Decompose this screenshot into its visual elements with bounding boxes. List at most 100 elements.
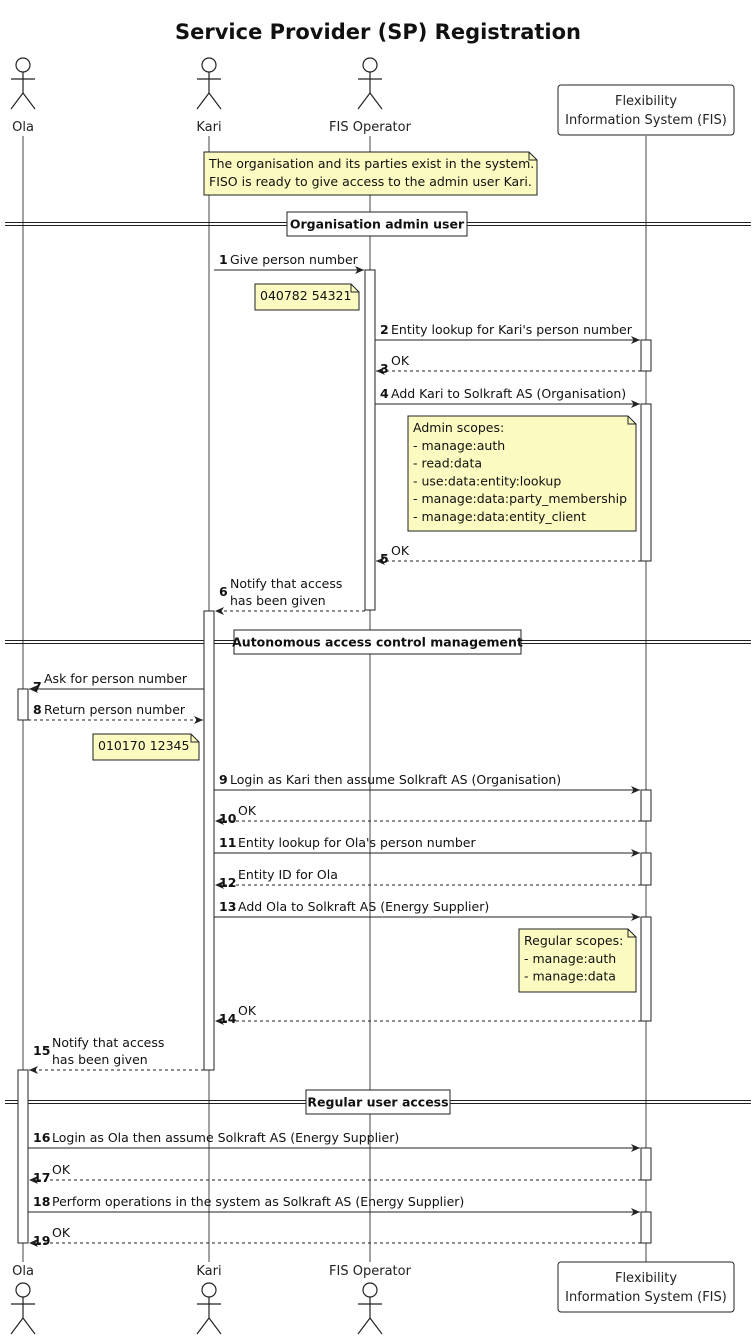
message-number: 3 bbox=[380, 361, 389, 376]
note: 010170 12345 bbox=[92, 733, 200, 761]
message-label: Entity lookup for Ola's person number bbox=[238, 835, 476, 850]
note-text: - manage:data:party_membership bbox=[413, 491, 627, 506]
activation-bar-fis bbox=[640, 339, 652, 372]
separator-label: Regular user access bbox=[307, 1095, 448, 1110]
group-separator: Autonomous access control management bbox=[5, 629, 751, 655]
participant-label-kari-top: Kari bbox=[196, 120, 221, 135]
participant-label-fis-top-line: Information System (FIS) bbox=[565, 113, 727, 128]
message-label: Perform operations in the system as Solk… bbox=[52, 1194, 464, 1209]
message-number: 10 bbox=[219, 811, 237, 826]
participant-label-fis-bottom-line: Information System (FIS) bbox=[565, 1290, 727, 1305]
note-text: FISO is ready to give access to the admi… bbox=[209, 174, 532, 189]
message-label: Notify that access bbox=[52, 1035, 164, 1050]
actor-kari-top bbox=[196, 57, 222, 110]
activation-bar-fis bbox=[640, 852, 652, 886]
message-label: OK bbox=[52, 1225, 71, 1240]
message-3: 3OK bbox=[376, 353, 641, 376]
actor-figure-icon bbox=[357, 1282, 383, 1335]
message-number: 4 bbox=[380, 386, 389, 401]
message-5: 5OK bbox=[376, 543, 641, 566]
message-number: 5 bbox=[380, 551, 389, 566]
activation-bar-fis bbox=[640, 789, 652, 822]
activation-bar-ola bbox=[17, 688, 29, 721]
note-text: - manage:data:entity_client bbox=[413, 509, 586, 524]
message-number: 9 bbox=[219, 772, 228, 787]
note-text: Admin scopes: bbox=[413, 420, 504, 435]
actor-figure-icon bbox=[10, 57, 36, 110]
note: The organisation and its parties exist i… bbox=[203, 151, 538, 196]
participant-label-ola-bottom: Ola bbox=[12, 1264, 34, 1279]
message-label: OK bbox=[391, 353, 410, 368]
note-text: - use:data:entity:lookup bbox=[413, 473, 561, 488]
activation-bar-ola bbox=[17, 1069, 29, 1244]
actor-ola-top bbox=[10, 57, 36, 110]
note-fold-icon bbox=[350, 284, 359, 293]
message-number: 17 bbox=[33, 1170, 50, 1185]
actor-figure-icon bbox=[357, 57, 383, 110]
activation-bar-fis bbox=[640, 1147, 652, 1181]
message-number: 14 bbox=[219, 1011, 237, 1026]
message-label: Add Ola to Solkraft AS (Energy Supplier) bbox=[238, 899, 489, 914]
actor-kari-bottom bbox=[196, 1282, 222, 1335]
message-number: 8 bbox=[33, 702, 42, 717]
note: 040782 54321 bbox=[254, 283, 360, 311]
note-fold-icon bbox=[528, 152, 537, 161]
actor-fiso-top bbox=[357, 57, 383, 110]
message-label: Login as Kari then assume Solkraft AS (O… bbox=[230, 772, 561, 787]
participant-label-ola-top: Ola bbox=[12, 120, 34, 135]
participant-label-kari-bottom: Kari bbox=[196, 1264, 221, 1279]
activation-bar-fis bbox=[640, 916, 652, 1022]
participant-label-fis-bottom-line: Flexibility bbox=[615, 1271, 677, 1286]
actor-figure-icon bbox=[10, 1282, 36, 1335]
message-label: OK bbox=[238, 803, 257, 818]
message-label: Notify that access bbox=[230, 576, 342, 591]
note-fold-icon bbox=[190, 734, 199, 743]
actor-figure-icon bbox=[196, 57, 222, 110]
note-text: The organisation and its parties exist i… bbox=[208, 156, 534, 171]
note-text: 040782 54321 bbox=[260, 288, 351, 303]
message-label: has been given bbox=[230, 593, 326, 608]
message-number: 6 bbox=[219, 584, 228, 599]
diagram-title: Service Provider (SP) Registration bbox=[175, 20, 581, 44]
message-label: Ask for person number bbox=[44, 671, 188, 686]
activation-bar-kari bbox=[203, 610, 215, 1071]
message-number: 11 bbox=[219, 835, 236, 850]
message-number: 7 bbox=[33, 679, 42, 694]
message-label: OK bbox=[391, 543, 410, 558]
group-separator: Organisation admin user bbox=[5, 211, 751, 237]
message-number: 15 bbox=[33, 1043, 50, 1058]
message-label: has been given bbox=[52, 1052, 148, 1067]
note: Admin scopes:- manage:auth- read:data- u… bbox=[407, 415, 637, 532]
message-number: 16 bbox=[33, 1130, 51, 1145]
message-label: Entity lookup for Kari's person number bbox=[391, 322, 633, 337]
message-number: 1 bbox=[219, 252, 228, 267]
note: Regular scopes:- manage:auth- manage:dat… bbox=[518, 928, 637, 993]
note-text: - manage:data bbox=[524, 969, 616, 984]
actor-fiso-bottom bbox=[357, 1282, 383, 1335]
note-text: - read:data bbox=[413, 456, 482, 471]
message-number: 13 bbox=[219, 899, 236, 914]
participant-label-fiso-bottom: FIS Operator bbox=[329, 1264, 412, 1279]
separator-label: Autonomous access control management bbox=[232, 635, 523, 650]
message-label: Login as Ola then assume Solkraft AS (En… bbox=[52, 1130, 399, 1145]
separator-label: Organisation admin user bbox=[290, 217, 465, 232]
message-number: 18 bbox=[33, 1194, 50, 1209]
message-label: Add Kari to Solkraft AS (Organisation) bbox=[391, 386, 626, 401]
message-label: OK bbox=[238, 1003, 257, 1018]
